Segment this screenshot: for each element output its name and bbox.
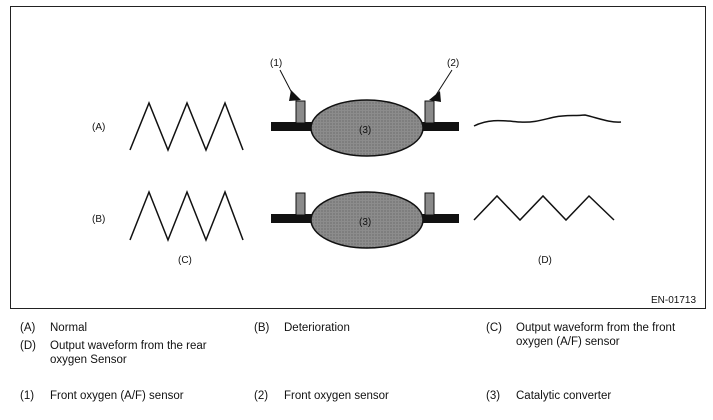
legend-text-line: Output waveform from the rear (50, 340, 207, 352)
diagram-frame (10, 6, 706, 309)
catalytic-converter (310, 99, 424, 157)
legend-text: Catalytic converter (516, 390, 612, 402)
callout-1-arrow-icon (289, 90, 301, 101)
legend-text: Normal (50, 322, 88, 334)
rear-waveform-normal (473, 114, 622, 127)
legend-text: Output waveform from the rear oxygen Sen… (50, 339, 207, 367)
front-waveform-normal (129, 100, 244, 153)
front-waveform-deteriorated (129, 189, 244, 243)
legend-key: (1) (20, 390, 35, 402)
legend-text-line: oxygen (A/F) sensor (516, 336, 620, 348)
converter-label: (3) (359, 125, 371, 136)
exhaust-assembly-normal: (3) (271, 99, 459, 157)
catalytic-converter (310, 191, 424, 249)
rear-waveform-deteriorated (473, 194, 615, 222)
legend-key: (D) (20, 340, 36, 352)
front-sensor-body (295, 100, 306, 124)
legend-key: (B) (254, 322, 270, 334)
front-sensor-body (295, 192, 306, 216)
row-label-b: (B) (92, 214, 105, 225)
legend-text: Output waveform from the front oxygen (A… (516, 321, 675, 349)
waveform-label-d: (D) (538, 255, 552, 266)
catalytic-converter-diagram: (A) (3) (1) (2) (B) (3) (C) (D) EN-01713 (92, 58, 696, 306)
callout-2-arrow-icon (429, 91, 441, 102)
legend-text-line: Output waveform from the front (516, 322, 676, 334)
row-label-a: (A) (92, 122, 105, 133)
exhaust-assembly-deteriorated: (3) (271, 191, 459, 249)
legend-key: (C) (486, 322, 502, 334)
legend-text-line: oxygen Sensor (50, 354, 127, 366)
legend-text: Front oxygen (A/F) sensor (50, 390, 184, 402)
legend-key: (2) (254, 390, 269, 402)
callout-2-leader (435, 69, 453, 96)
callout-1-leader (279, 69, 294, 96)
legend-text: Deterioration (284, 322, 350, 334)
rear-sensor-body (424, 100, 435, 124)
rear-sensor-body (424, 192, 435, 216)
legend-key: (3) (486, 390, 501, 402)
waveform-label-c: (C) (178, 255, 192, 266)
converter-label: (3) (359, 217, 371, 228)
callout-2: (2) (447, 58, 459, 69)
legend-key: (A) (20, 322, 36, 334)
callout-1: (1) (270, 58, 282, 69)
legend-text: Front oxygen sensor (284, 390, 389, 402)
figure-id: EN-01713 (651, 295, 696, 306)
